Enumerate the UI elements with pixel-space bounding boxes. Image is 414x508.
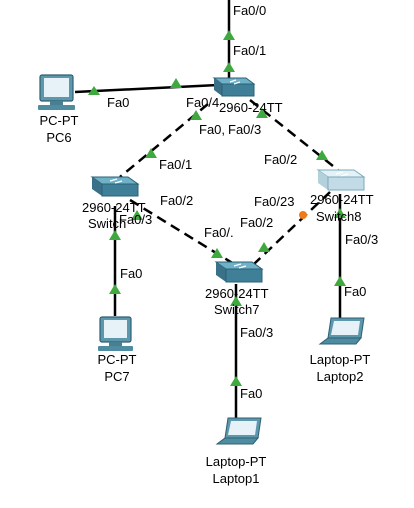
pc7-type-label: PC-PT	[98, 352, 137, 367]
link-up-marker	[223, 62, 235, 72]
link-up-marker	[190, 110, 202, 120]
pc7-device[interactable]	[98, 316, 133, 351]
link-up-marker	[316, 150, 328, 160]
link-top-switch-switch8	[249, 99, 339, 171]
link-up-marker	[170, 78, 182, 88]
switch7-name-label: Switch7	[214, 302, 260, 317]
switch8-device[interactable]	[316, 169, 366, 191]
laptop2-type-label: Laptop-PT	[310, 352, 371, 367]
port-label: Fa0/.	[204, 225, 234, 240]
port-label: Fa0	[240, 386, 262, 401]
link-up-marker	[258, 242, 270, 252]
link-up-marker	[256, 108, 268, 118]
port-label: Fa0/1	[159, 157, 192, 172]
link-up-marker	[334, 276, 346, 286]
link-up-marker	[230, 376, 242, 386]
port-label: Fa0	[344, 284, 366, 299]
link-up-marker	[109, 284, 121, 294]
link-up-marker	[334, 208, 346, 218]
link-status-markers	[88, 30, 346, 386]
left-switch-device[interactable]	[90, 176, 140, 197]
port-label: Fa0/2	[160, 193, 193, 208]
laptop1-name-label: Laptop1	[213, 471, 260, 486]
laptop2-name-label: Laptop2	[317, 369, 364, 384]
link-up-marker	[223, 30, 235, 40]
port-label: Fa0/3	[240, 325, 273, 340]
port-label: Fa0/23	[254, 194, 294, 209]
port-label: Fa0/4	[186, 95, 219, 110]
pc6-name-label: PC6	[46, 130, 71, 145]
left-switch-name-label: Switch	[88, 216, 126, 231]
top-switch-model-label: 2960-24TT	[219, 100, 283, 115]
link-up-marker	[145, 148, 157, 158]
link-up-marker	[230, 296, 242, 306]
link-up-marker	[109, 230, 121, 240]
pc6-type-label: PC-PT	[40, 113, 79, 128]
port-label: Fa0/3	[228, 122, 261, 137]
laptop1-device[interactable]	[215, 417, 262, 445]
switch7-model-label: 2960-24TT	[205, 286, 269, 301]
top-switch-device[interactable]	[212, 77, 256, 97]
link-blocked-marker	[299, 211, 307, 219]
left-switch-model-label: 2960-24TT	[82, 200, 146, 215]
link-up-marker	[131, 210, 143, 220]
port-label: Fa0	[107, 95, 129, 110]
port-label: Fa0/3	[119, 212, 152, 227]
port-label: Fa0	[120, 266, 142, 281]
port-label: Fa0/3	[345, 232, 378, 247]
switch8-model-label: 2960-24TT	[310, 192, 374, 207]
port-label: Fa0/2	[240, 215, 273, 230]
port-label: Fa0,	[199, 122, 225, 137]
pc6-device[interactable]	[38, 74, 75, 110]
link-up-marker	[88, 86, 100, 95]
switch8-name-label: Switch8	[316, 209, 362, 224]
port-labels: Fa0/0 Fa0/1 Fa0 Fa0/4 Fa0, Fa0/3 Fa0/1 F…	[107, 3, 378, 401]
port-label: Fa0/0	[233, 3, 266, 18]
laptop2-device[interactable]	[318, 317, 365, 345]
laptop1-type-label: Laptop-PT	[206, 454, 267, 469]
link-pc6-top-switch	[74, 83, 219, 94]
switch7-device[interactable]	[214, 261, 264, 283]
port-label: Fa0/1	[233, 43, 266, 58]
pc7-name-label: PC7	[104, 369, 129, 384]
port-label: Fa0/2	[264, 152, 297, 167]
link-up-marker	[211, 248, 223, 258]
